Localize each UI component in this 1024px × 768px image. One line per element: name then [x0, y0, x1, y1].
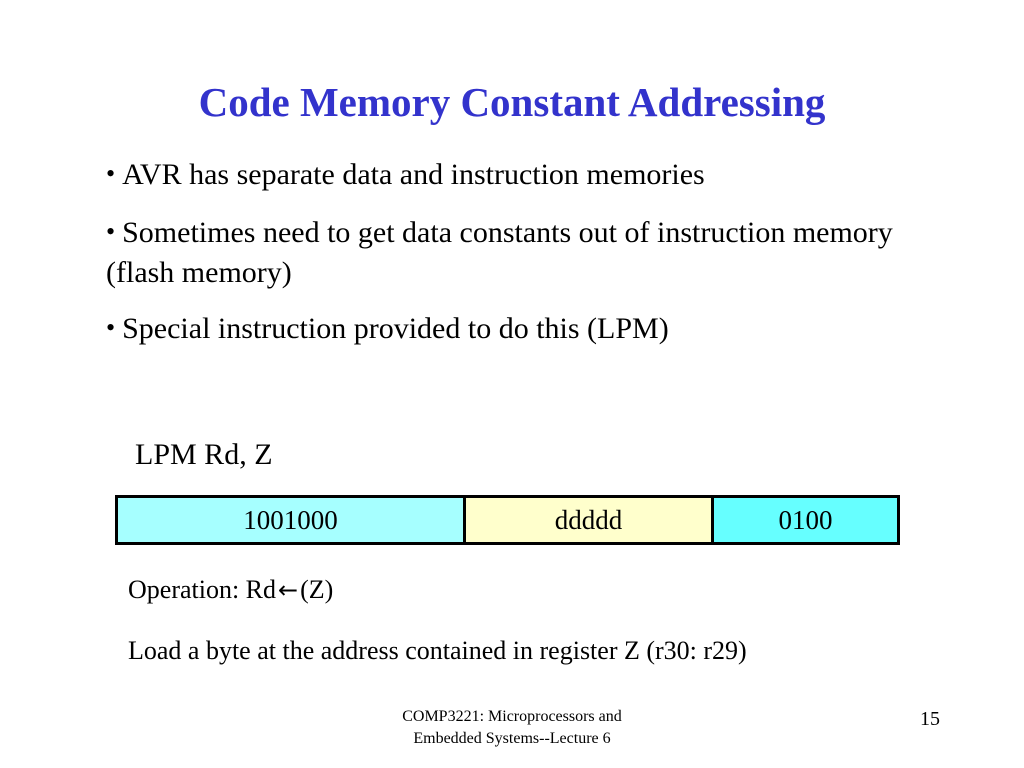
page-title: Code Memory Constant Addressing	[198, 79, 826, 126]
instruction-description: Load a byte at the address contained in …	[128, 636, 747, 665]
opcode-suffix-field: 0100	[714, 498, 897, 542]
opcode-field: 1001000	[118, 498, 466, 542]
operation-line: Operation: Rd←(Z)	[128, 574, 333, 605]
page-number: 15	[920, 708, 940, 730]
operation-label: Operation: Rd	[128, 575, 277, 604]
list-item-label: Special instruction provided to do this …	[122, 311, 669, 345]
destination-register-field: ddddd	[466, 498, 714, 542]
instruction-mnemonic: LPM Rd, Z	[135, 438, 273, 471]
footer-line-2: Embedded Systems--Lecture 6	[413, 729, 611, 747]
list-item-label: Sometimes need to get data constants out…	[106, 215, 893, 289]
operation-operand: (Z)	[300, 575, 334, 604]
list-item: •Sometimes need to get data constants ou…	[106, 213, 906, 293]
bullet-marker-icon: •	[106, 159, 116, 188]
list-item: •Special instruction provided to do this…	[106, 309, 906, 349]
left-arrow-icon: ←	[278, 576, 299, 604]
bullet-list: •AVR has separate data and instruction m…	[106, 155, 906, 359]
bullet-marker-icon: •	[106, 216, 116, 246]
bullet-marker-icon: •	[106, 312, 116, 342]
instruction-encoding-diagram: 1001000 ddddd 0100	[115, 495, 900, 545]
list-item: •AVR has separate data and instruction m…	[106, 155, 906, 195]
footer-line-1: COMP3221: Microprocessors and	[402, 708, 622, 725]
slide-footer: COMP3221: Microprocessors and Embedded S…	[0, 706, 1024, 749]
list-item-label: AVR has separate data and instruction me…	[122, 158, 705, 191]
